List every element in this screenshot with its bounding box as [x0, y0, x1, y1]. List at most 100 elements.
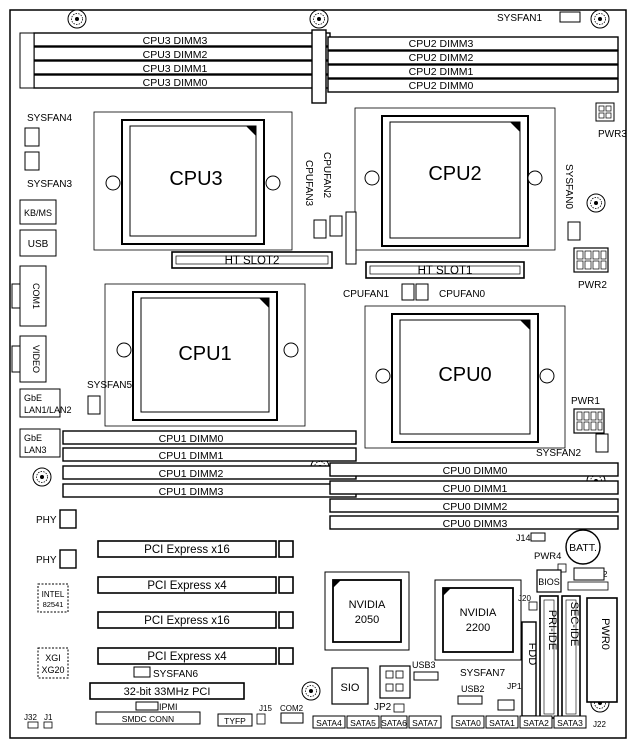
dimm-latch-column: [311, 29, 327, 104]
jp1-label: JP1: [507, 681, 522, 691]
mounting-hole: [590, 9, 610, 29]
com1-label: COM1: [31, 283, 41, 309]
sysfan0-header: [567, 221, 581, 241]
xgi-xg20-chip: [37, 647, 69, 679]
j14-header: [530, 532, 546, 542]
gbe-lan3-port: [19, 428, 61, 458]
intel-model-label: 82541: [43, 600, 64, 609]
smdc-connector: [95, 711, 201, 725]
cpu3-dimm1-label: CPU3 DIMM1: [143, 63, 208, 75]
cpu3-label: CPU3: [169, 168, 222, 190]
nvidia-2050-label: NVIDIA: [349, 599, 386, 611]
battery-label: BATT.: [569, 542, 597, 554]
cpu0-dimm1-label: CPU0 DIMM1: [443, 483, 508, 495]
cpufan0-header: [415, 283, 429, 301]
fdd-label: FDD: [526, 643, 538, 666]
cpu2-label: CPU2: [428, 163, 481, 185]
cpu2-dimm1-label: CPU2 DIMM1: [409, 66, 474, 78]
pci-32bit-slot: [89, 682, 245, 700]
gbe-lan3-label-line2: LAN3: [24, 445, 47, 455]
j1-label: J1: [44, 713, 53, 722]
cpu2-dimm0-label: CPU2 DIMM0: [409, 80, 474, 92]
ipmi-label: IPMI: [159, 702, 178, 712]
gbe-lan12-port: [19, 388, 61, 418]
cpu2-dimm2-label: CPU2 DIMM2: [409, 52, 474, 64]
cpu1-dimm-slots: [62, 430, 357, 498]
sata2-label: SATA2: [523, 718, 549, 728]
mounting-hole: [309, 9, 329, 29]
sysfan5-header: [87, 395, 101, 415]
cpufan2-label: CPUFAN2: [321, 152, 332, 199]
usb2-header: [457, 695, 483, 705]
mounting-hole: [67, 9, 87, 29]
phy1-chip: [59, 509, 77, 529]
smdc-label: SMDC CONN: [122, 714, 174, 724]
usb-port: [19, 229, 57, 257]
sysfan7-header: [497, 699, 515, 711]
intel-label: INTEL: [42, 590, 65, 599]
com2-label: COM2: [280, 704, 304, 713]
kbms-port: [19, 199, 57, 225]
cpufan0-label: CPUFAN0: [439, 289, 486, 300]
sio-chip: [331, 667, 369, 705]
usb-dual-header: [379, 665, 411, 699]
tyfp-label: TYFP: [224, 716, 246, 726]
cpu0-dimm2-label: CPU0 DIMM2: [443, 501, 508, 513]
cpu2-dimm3-label: CPU2 DIMM3: [409, 38, 474, 50]
j122-header: [573, 567, 605, 581]
sata6-label: SATA6: [381, 718, 407, 728]
sysfan2-header: [595, 433, 609, 453]
usb2-label: USB2: [461, 684, 485, 694]
usb3-label: USB3: [412, 660, 436, 670]
cpufan1-label: CPUFAN1: [343, 289, 390, 300]
gbe-lan3-label-line1: GbE: [24, 433, 42, 443]
usb-label: USB: [28, 239, 49, 250]
xgi-label: XGI: [45, 653, 61, 663]
sata-connectors: [312, 715, 587, 729]
phy2-label: PHY: [36, 555, 57, 566]
cpufan2-header: [329, 215, 343, 237]
kbms-label: KB/MS: [24, 208, 52, 218]
sata3-label: SATA3: [557, 718, 583, 728]
cpu1-socket: [104, 283, 306, 427]
sysfan6-header: [133, 666, 151, 678]
nvidia-2200-chip: [434, 579, 522, 661]
cpu0-dimm0-label: CPU0 DIMM0: [443, 465, 508, 477]
pwr0-label: PWR0: [599, 618, 611, 650]
j14-label: J14: [516, 533, 531, 543]
pci-32bit-label: 32-bit 33MHz PCI: [124, 686, 211, 698]
pcie16-slot1-label: PCI Express x16: [144, 544, 230, 556]
cpu1-dimm1-label: CPU1 DIMM1: [159, 450, 224, 462]
jp2-label: JP2: [374, 702, 392, 713]
bios-chip: [536, 569, 562, 593]
sec-ide-label: SEC-IDE: [568, 602, 580, 647]
cpu0-label: CPU0: [438, 364, 491, 386]
sysfan1-header: [559, 11, 581, 23]
mounting-hole: [301, 681, 321, 701]
cpufan3-label: CPUFAN3: [303, 160, 314, 207]
sysfan3-label: SYSFAN3: [27, 179, 72, 190]
ht-slot2-label: HT SLOT2: [225, 255, 280, 267]
sysfan3-header: [24, 151, 40, 171]
sysfan4-header: [24, 127, 40, 147]
nvidia-2050-chip: [324, 571, 410, 651]
bios-label: BIOS: [538, 577, 560, 587]
cpu1-dimm2-label: CPU1 DIMM2: [159, 468, 224, 480]
gbe-lan12-label-line1: GbE: [24, 393, 42, 403]
sysfan7-label: SYSFAN7: [460, 668, 505, 679]
cpu2-dimm-slots: [327, 36, 619, 93]
pwr0-connector: [586, 597, 618, 703]
ipmi-header: [135, 701, 159, 711]
com2-header: [280, 712, 304, 724]
pwr1-label: PWR1: [571, 396, 600, 407]
xgi-model-label: XG20: [41, 665, 64, 675]
cpu0-dimm-slots: [329, 462, 619, 530]
battery: [565, 529, 601, 565]
cpu1-dimm0-label: CPU1 DIMM0: [159, 433, 224, 445]
cpu3-dimm2-label: CPU3 DIMM2: [143, 49, 208, 61]
cpu0-dimm3-label: CPU0 DIMM3: [443, 518, 508, 530]
sysfan1-label: SYSFAN1: [497, 13, 542, 24]
pcie16-slot2-label: PCI Express x16: [144, 615, 230, 627]
pwr2-label: PWR2: [578, 280, 607, 291]
sata5-label: SATA5: [350, 718, 376, 728]
